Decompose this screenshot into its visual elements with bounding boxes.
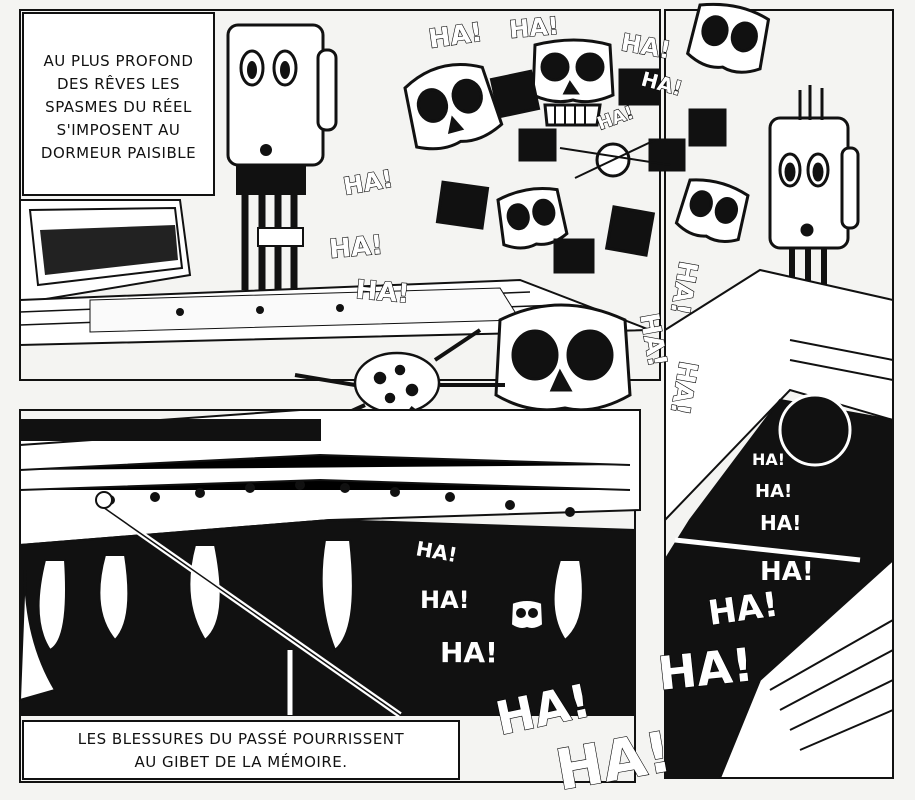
panel-3-art xyxy=(664,268,894,779)
ha-text: HA! xyxy=(420,586,470,614)
ha-text: HA! xyxy=(755,481,792,502)
ha-text: HA! xyxy=(656,637,756,701)
robot-right xyxy=(768,85,860,300)
ha-text: HA! xyxy=(551,720,676,800)
panel-2-art xyxy=(18,409,641,718)
caption-line: S'IMPOSENT AU xyxy=(56,121,181,139)
ha-text: HA! xyxy=(760,511,801,535)
caption-line: LES BLESSURES DU PASSÉ POURRISSENT xyxy=(77,730,405,748)
panel-1-border xyxy=(19,9,661,381)
caption-line: AU PLUS PROFOND xyxy=(43,52,194,70)
ha-text: HA! xyxy=(341,165,395,201)
caption-box-bottom: LES BLESSURES DU PASSÉ POURRISSENT AU GI… xyxy=(22,720,460,780)
panel-1-art xyxy=(19,23,651,347)
ha-text: HA! xyxy=(752,450,785,469)
ha-text: HA! xyxy=(633,311,672,369)
caption-line: AU GIBET DE LA MÉMOIRE. xyxy=(134,753,348,771)
ha-text: HA! xyxy=(760,557,814,587)
caption-line: DORMEUR PAISIBLE xyxy=(40,144,197,162)
ha-text: HA! xyxy=(664,259,703,317)
ha-text: HA! xyxy=(354,275,410,310)
caption-line: SPASMES DU RÉEL xyxy=(45,98,192,116)
skull-swarm xyxy=(403,2,771,412)
caption-box-top: AU PLUS PROFOND DES RÊVES LES SPASMES DU… xyxy=(22,12,215,196)
ha-text: HA! xyxy=(427,18,484,55)
ha-text: HA! xyxy=(440,636,498,669)
caption-line: DES RÊVES LES xyxy=(56,75,181,93)
ha-text: HA! xyxy=(328,230,384,265)
ha-text: HA! xyxy=(508,12,560,44)
